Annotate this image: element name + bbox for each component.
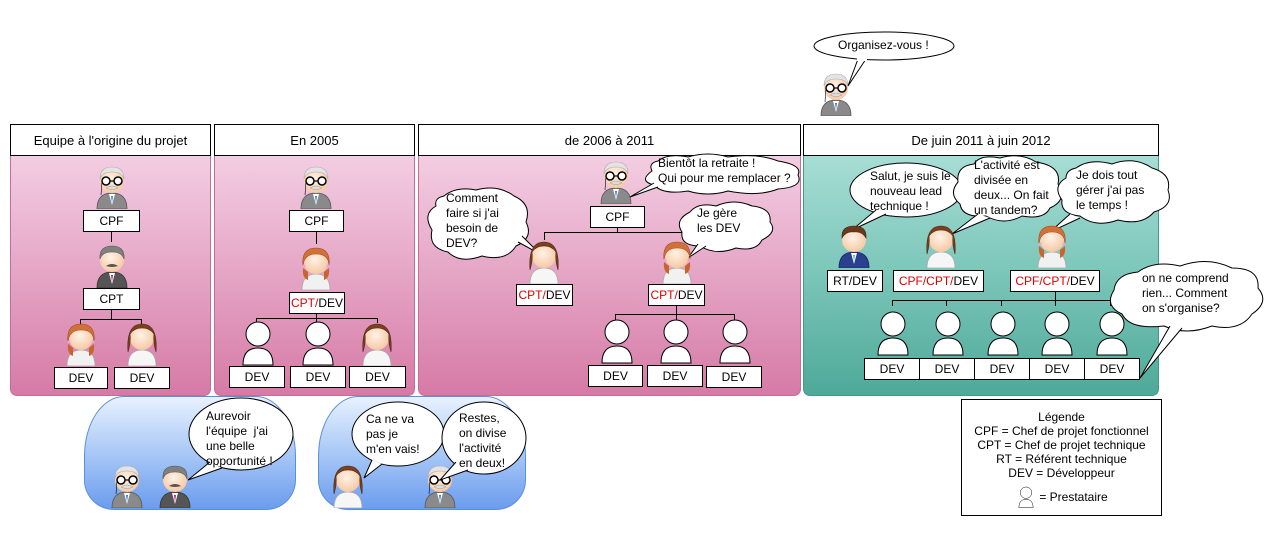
avatar-contractor xyxy=(983,310,1023,356)
legend-item: CPF = Chef de projet fonctionnel xyxy=(974,424,1149,438)
role-cpf: CPF xyxy=(83,210,140,232)
speech-bubble-left xyxy=(427,187,536,260)
speech-departure: Aurevoir l'équipe j'ai une belle opportu… xyxy=(206,409,273,468)
panel-title-2005: En 2005 xyxy=(214,124,415,156)
legend-prestataire: = Prestataire xyxy=(1039,490,1108,504)
speech-left2: Ca ne va pas je m'en vais! xyxy=(366,412,420,456)
avatar-contractor xyxy=(597,318,637,364)
speech-bubble-right2 xyxy=(440,401,527,481)
legend-title: Légende xyxy=(1038,410,1085,424)
avatar-brunette xyxy=(921,222,961,268)
role-cpf-cpt-dev: CPF/CPT/DEV xyxy=(893,270,984,292)
speech-bubble-devs xyxy=(1109,261,1264,379)
speech-right2: Restes, on divise l'activité en deux! xyxy=(459,411,507,470)
role-dev: DEV xyxy=(349,366,406,388)
role-dev: DEV xyxy=(1029,358,1085,380)
role-dev: DEV xyxy=(290,366,346,388)
contractor-icon xyxy=(1015,486,1037,508)
role-cpf: CPF xyxy=(289,210,344,232)
avatar-mustache xyxy=(92,242,132,288)
avatar-contractor xyxy=(298,320,338,366)
role-cpf-cpt-dev: CPF/CPT/DEV xyxy=(1010,270,1100,292)
panel-title-2011-2012: De juin 2011 à juin 2012 xyxy=(803,124,1159,156)
avatar-contractor xyxy=(928,310,968,356)
panel-title-origin: Equipe à l'origine du projet xyxy=(10,124,211,156)
legend-item: RT = Référent technique xyxy=(996,452,1127,466)
legend-item: CPT = Chef de projet technique xyxy=(977,438,1146,452)
role-cpf: CPF xyxy=(590,206,645,228)
speech-right: Je gère les DEV xyxy=(697,206,741,235)
role-dev: DEV xyxy=(974,358,1030,380)
speech-left: Comment faire si j'ai besoin de DEV? xyxy=(446,191,499,250)
role-dev: DEV xyxy=(54,367,108,389)
speech-top: Organisez-vous ! xyxy=(838,38,929,52)
role-cpt-dev: CPT/DEV xyxy=(648,284,705,306)
avatar-girl xyxy=(657,238,697,284)
speech-bubble-departure xyxy=(187,397,294,481)
panel-title-2006-2011: de 2006 à 2011 xyxy=(418,124,801,156)
speech-devs: on ne comprend rien... Comment on s'orga… xyxy=(1142,271,1229,315)
avatar-contractor xyxy=(873,310,913,356)
speech-cpf: Bientôt la retraite ! Qui pour me rempla… xyxy=(658,156,791,185)
avatar-contractor xyxy=(238,320,278,366)
role-dev: DEV xyxy=(647,365,703,387)
role-dev: DEV xyxy=(706,366,762,388)
speech-bubble-cpf xyxy=(629,153,800,198)
speech-rt: Salut, je suis le nouveau lead technique… xyxy=(870,169,951,213)
avatar-brunette xyxy=(357,320,397,366)
role-dev: DEV xyxy=(588,365,643,387)
avatar-oldman xyxy=(296,163,336,209)
legend-item: DEV = Développeur xyxy=(1008,466,1115,480)
role-dev: DEV xyxy=(229,366,285,388)
avatar-boy xyxy=(834,222,874,268)
avatar-brunette xyxy=(122,320,162,366)
avatar-girl xyxy=(1032,222,1072,268)
avatar-oldman xyxy=(107,462,147,508)
avatar-oldman xyxy=(92,163,132,209)
role-cpt-dev: CPT/DEV xyxy=(516,284,573,306)
speech-bubble-rt xyxy=(849,162,963,231)
avatar-contractor xyxy=(715,318,755,364)
speech-right4: Je dois tout gérer j'ai pas le temps ! xyxy=(1076,168,1145,212)
avatar-girl xyxy=(61,320,101,366)
role-dev: DEV xyxy=(919,358,975,380)
role-rt-dev: RT/DEV xyxy=(827,270,883,292)
speech-bubble-mid xyxy=(951,156,1063,235)
role-dev: DEV xyxy=(114,367,170,389)
avatar-girl xyxy=(296,244,336,290)
avatar-contractor xyxy=(1037,310,1077,356)
role-dev: DEV xyxy=(1084,358,1140,380)
speech-bubble-top xyxy=(813,31,955,87)
avatar-brunette xyxy=(524,238,564,284)
role-dev: DEV xyxy=(864,358,920,380)
avatar-contractor xyxy=(656,318,696,364)
role-cpt-dev: CPT/DEV xyxy=(289,292,345,314)
speech-bubble-right4 xyxy=(1056,160,1170,230)
role-cpt: CPT xyxy=(83,288,140,310)
legend: Légende CPF = Chef de projet fonctionnel… xyxy=(961,399,1162,516)
speech-mid: L'activité est divisée en deux... On fai… xyxy=(974,158,1049,217)
